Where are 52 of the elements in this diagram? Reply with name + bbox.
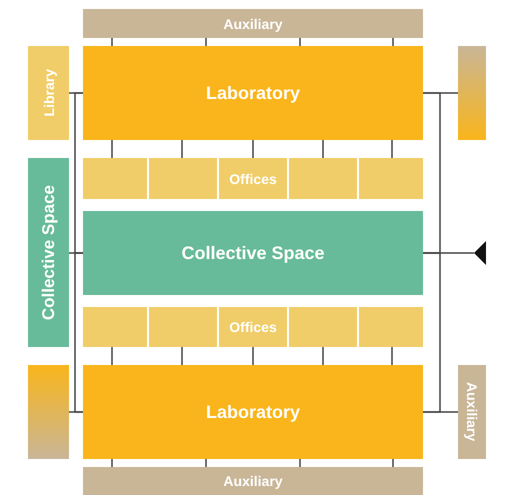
connector-line [423, 252, 441, 413]
auxiliary-zone [83, 467, 423, 495]
connector-line [299, 459, 301, 467]
connector-line [111, 38, 113, 46]
office-cell [359, 158, 423, 199]
connector-line [205, 38, 207, 46]
room-label: Collective Space [38, 184, 58, 320]
room-label: Auxiliary [223, 16, 283, 32]
office-cell [219, 307, 287, 347]
connector-line [322, 347, 324, 365]
room-label: Offices [229, 170, 277, 186]
connector-line [299, 38, 301, 46]
connector-line [205, 459, 207, 467]
connector-line [391, 347, 393, 365]
connector-line [423, 92, 441, 254]
auxiliary-zone [458, 365, 486, 459]
gradient-zone [28, 365, 69, 459]
connector-line [181, 140, 183, 158]
connector-line [111, 347, 113, 365]
laboratory-zone [83, 365, 423, 459]
room-label: Library [40, 69, 56, 117]
connector-line [392, 38, 394, 46]
connector-line [392, 459, 394, 467]
room-label: Auxiliary [464, 382, 480, 442]
connector-line [322, 140, 324, 158]
connector-line [181, 347, 183, 365]
laboratory-zone [83, 46, 423, 140]
office-cell [83, 158, 147, 199]
auxiliary-zone [83, 9, 423, 38]
office-cell [289, 158, 357, 199]
office-cell [359, 307, 423, 347]
room-label: Laboratory [206, 82, 300, 104]
connector-line [111, 140, 113, 158]
connector-line [74, 252, 83, 413]
gradient-zone [458, 46, 486, 140]
collective-zone [28, 158, 69, 347]
connector-line [391, 140, 393, 158]
room-label: Laboratory [206, 402, 300, 422]
connector-line [74, 92, 83, 254]
collective-zone [83, 211, 423, 295]
office-cell [149, 307, 217, 347]
connector-line [252, 140, 254, 158]
room-label: Offices [229, 319, 277, 335]
office-cell [219, 158, 287, 199]
office-cell [83, 307, 147, 347]
room-label: Auxiliary [223, 473, 283, 489]
connector-line [111, 459, 113, 467]
library-zone [28, 46, 69, 140]
office-cell [149, 158, 217, 199]
connector-line [252, 347, 254, 365]
office-cell [289, 307, 357, 347]
room-label: Collective Space [181, 242, 325, 264]
